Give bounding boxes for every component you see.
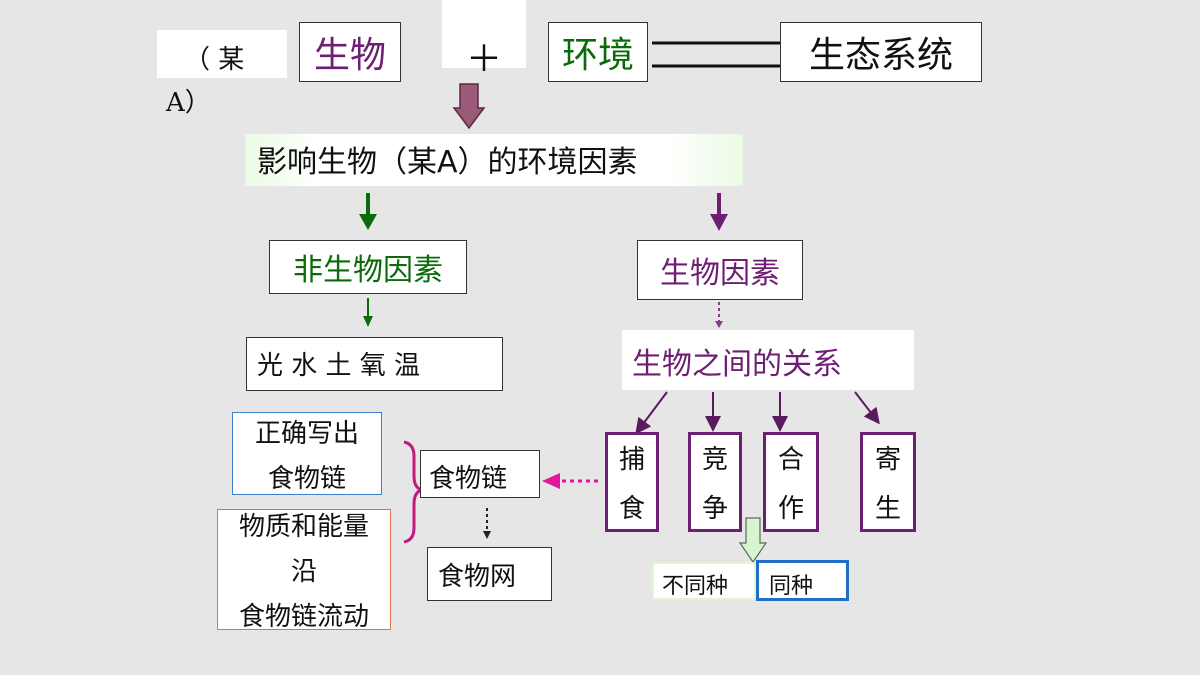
food-web-box: 食物网 xyxy=(427,547,552,601)
abiotic-items-box: 光 水 土 氧 温 xyxy=(246,337,503,391)
note1-line1: 正确写出 xyxy=(254,418,359,449)
type-cooperation: 合 作 xyxy=(763,432,819,532)
different-species-box: 不同种 xyxy=(652,562,756,600)
environment-box: 环境 xyxy=(548,22,648,82)
type-predation: 捕 食 xyxy=(605,432,659,532)
factors-title: 影响生物（某A）的环境因素 xyxy=(257,145,638,180)
same-species-box: 同种 xyxy=(756,560,849,601)
type-competition-l1: 竞 xyxy=(701,445,728,475)
biotic-label: 生物因素 xyxy=(660,256,780,291)
abiotic-items: 光 水 土 氧 温 xyxy=(257,351,421,381)
note2-line2: 沿 xyxy=(290,557,317,587)
prefix-line2: A） xyxy=(166,88,211,118)
equals-double-line xyxy=(652,41,780,68)
green-arrow-to-items xyxy=(363,298,373,327)
type-parasitism-l2: 生 xyxy=(874,494,901,524)
type-parasitism: 寄 生 xyxy=(860,432,916,532)
relations-box: 生物之间的关系 xyxy=(622,330,914,390)
type-competition-l2: 争 xyxy=(701,494,728,524)
note-correct-chain: 正确写出 食物链 xyxy=(232,412,382,495)
factors-title-box: 影响生物（某A）的环境因素 xyxy=(245,134,743,186)
competition-split-arrow xyxy=(738,517,768,564)
note1-line2: 食物链 xyxy=(267,463,346,494)
green-arrow-to-abiotic xyxy=(359,193,377,230)
organism-box: 生物 xyxy=(299,22,401,82)
plus-box: ＋ xyxy=(442,0,526,80)
type-cooperation-l2: 作 xyxy=(777,494,804,524)
food-chain-label: 食物链 xyxy=(429,464,508,494)
type-predation-l1: 捕 xyxy=(618,445,645,475)
organism-label: 生物 xyxy=(313,35,386,76)
arrow-to-parasitism xyxy=(854,391,880,425)
note-energy-flow: 物质和能量 沿 食物链流动 xyxy=(217,509,391,632)
different-species-label: 不同种 xyxy=(662,574,729,599)
chain-to-web-arrow xyxy=(483,508,491,539)
type-cooperation-l1: 合 xyxy=(777,445,804,475)
magenta-dotted-arrow xyxy=(542,473,598,489)
type-predation-l2: 食 xyxy=(618,494,645,524)
plus-sign: ＋ xyxy=(465,39,502,80)
note2-line1: 物质和能量 xyxy=(238,512,369,542)
type-parasitism-l1: 寄 xyxy=(874,445,901,475)
dotted-arrow-to-relations xyxy=(715,302,723,328)
type-competition: 竞 争 xyxy=(688,432,742,532)
food-chain-box: 食物链 xyxy=(420,450,540,498)
food-web-label: 食物网 xyxy=(438,562,517,592)
note2-line3: 食物链流动 xyxy=(238,602,369,632)
abiotic-label: 非生物因素 xyxy=(293,253,443,288)
environment-label: 环境 xyxy=(561,35,634,76)
relations-label: 生物之间的关系 xyxy=(632,347,842,382)
plus-down-arrow xyxy=(452,83,486,130)
purple-arrow-to-biotic xyxy=(710,193,728,231)
prefix-box xyxy=(157,30,287,78)
ecosystem-label: 生态系统 xyxy=(808,35,953,76)
abiotic-box: 非生物因素 xyxy=(269,240,467,294)
biotic-box: 生物因素 xyxy=(637,240,803,300)
arrow-to-predation xyxy=(635,391,668,435)
same-species-label: 同种 xyxy=(769,574,814,599)
ecosystem-box: 生态系统 xyxy=(780,22,982,82)
prefix-line1: （ 某 xyxy=(184,45,245,75)
